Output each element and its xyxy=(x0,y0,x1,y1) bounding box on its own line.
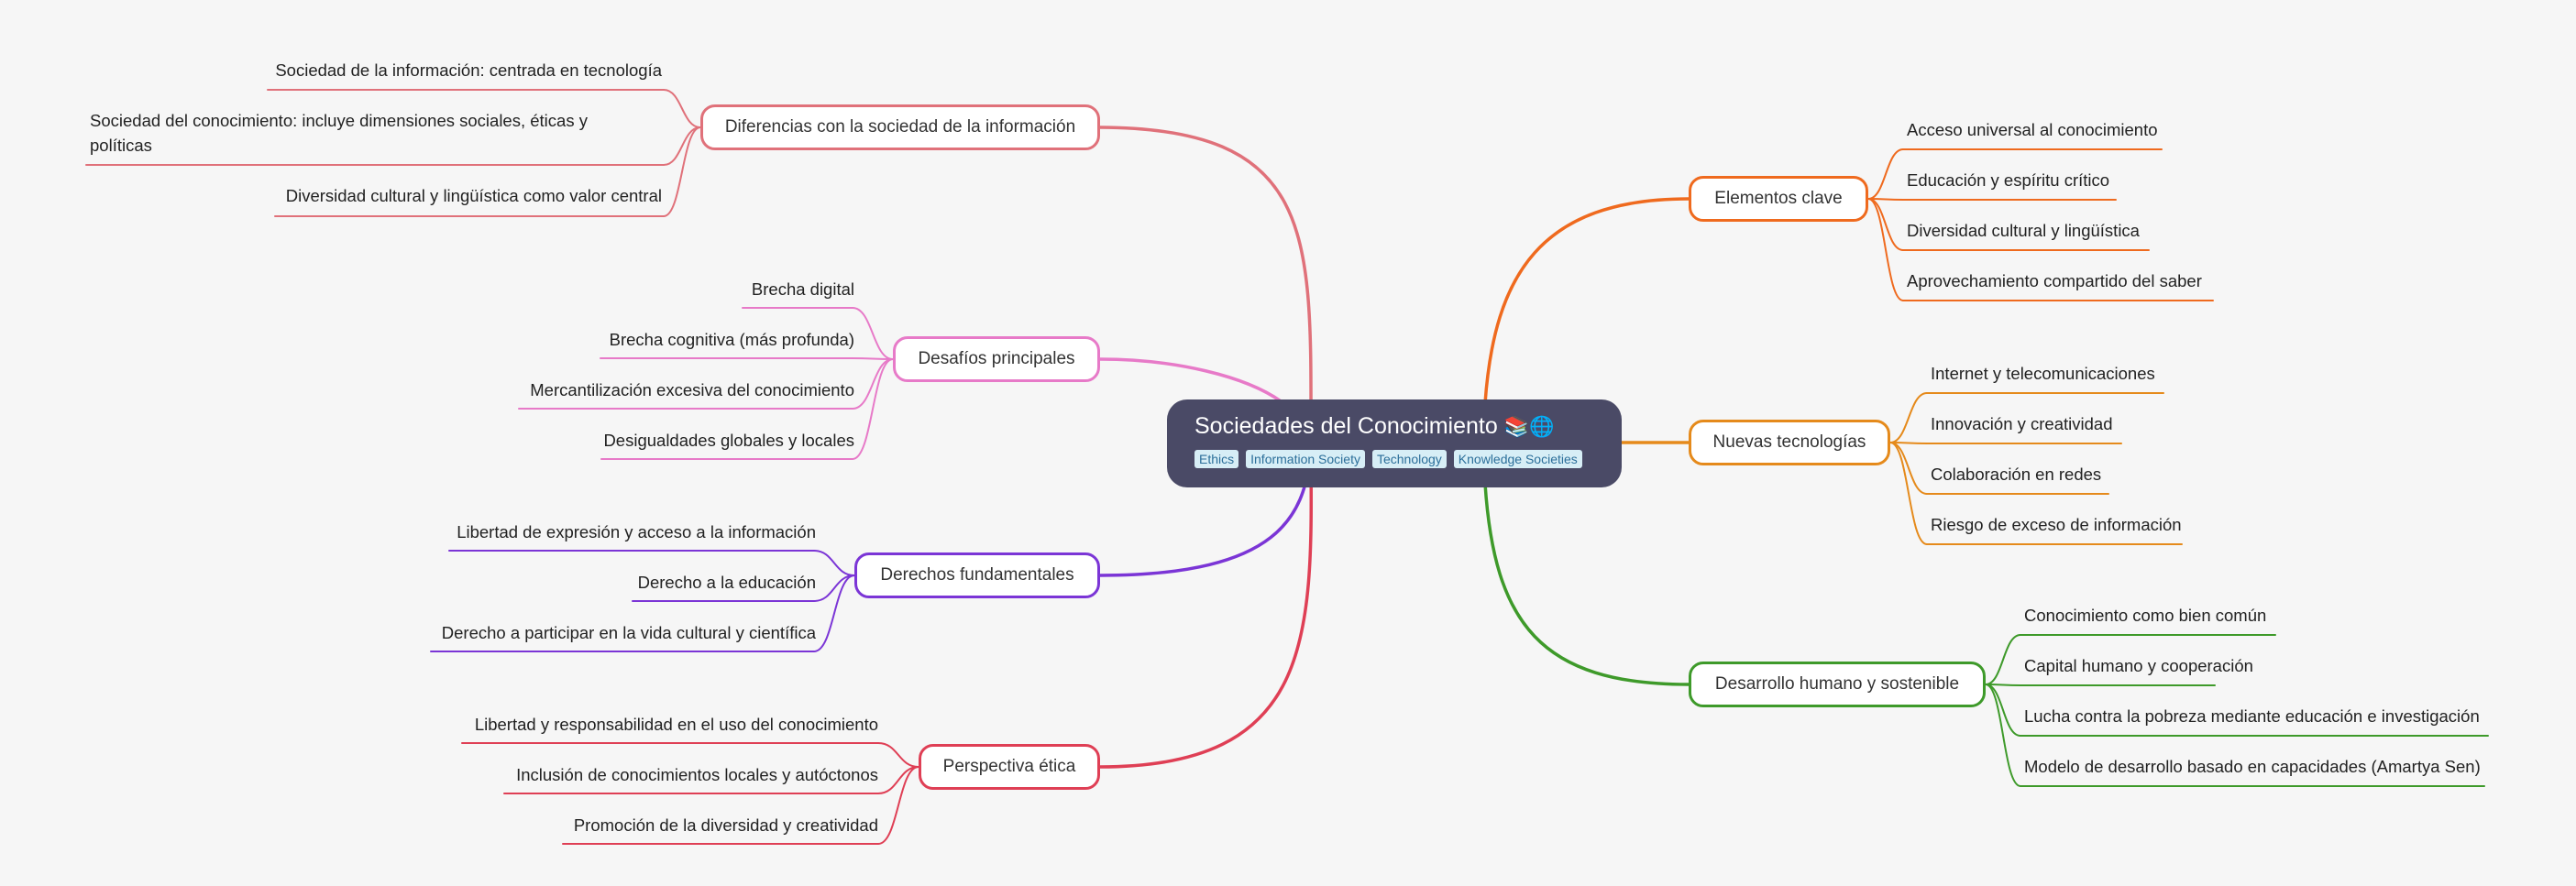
leaf-elementos-3: Diversidad cultural y lingüística xyxy=(1907,221,2140,240)
leaf-diferencias-3: Diversidad cultural y lingüística como v… xyxy=(285,186,662,205)
leaf-desarrollo-2: Capital humano y cooperación xyxy=(2024,656,2253,675)
leaf-desarrollo-4: Modelo de desarrollo basado en capacidad… xyxy=(2024,757,2481,776)
leaf-etica-1: Libertad y responsabilidad en el uso del… xyxy=(474,715,878,734)
leaf-connector-left-0-1 xyxy=(663,126,701,166)
leaf-tecnologias-2: Innovación y creatividad xyxy=(1931,414,2113,433)
connector-desafios xyxy=(1098,357,1285,405)
leaf-desarrollo-1: Conocimiento como bien común xyxy=(2024,606,2267,625)
leaf-connector-left-1-2 xyxy=(852,358,894,410)
leaf-connector-right-1-0 xyxy=(1889,392,1928,443)
tag-technology[interactable]: Technology xyxy=(1371,450,1447,468)
connector-diferencias xyxy=(1098,126,1313,449)
leaf-desafios-2: Brecha cognitiva (más profunda) xyxy=(609,330,854,349)
leaf-connector-left-0-0 xyxy=(663,89,701,128)
leaf-elementos-4: Aprovechamiento compartido del saber xyxy=(1907,271,2202,290)
leaf-connector-left-3-0 xyxy=(877,742,919,768)
root-title-text: Sociedades del Conocimiento xyxy=(1194,413,1498,439)
leaf-connector-left-2-0 xyxy=(813,550,855,576)
branch-elementos[interactable]: Elementos clave xyxy=(1689,176,1868,222)
leaf-desafios-3: Mercantilización excesiva del conocimien… xyxy=(530,380,854,399)
branch-desafios[interactable]: Desafíos principales xyxy=(893,336,1100,382)
leaf-desafios-1: Brecha digital xyxy=(751,279,854,299)
leaf-diferencias-2: Sociedad del conocimiento: incluye dimen… xyxy=(90,111,588,155)
tag-ethics[interactable]: Ethics xyxy=(1194,450,1239,468)
root-tags: Ethics Information Society Technology Kn… xyxy=(1194,450,1596,468)
leaf-connector-left-2-2 xyxy=(813,574,855,652)
leaf-connector-left-3-2 xyxy=(877,766,919,845)
root-title: Sociedades del Conocimiento 📚🌐 xyxy=(1194,410,1596,443)
branch-diferencias[interactable]: Diferencias con la sociedad de la inform… xyxy=(700,104,1100,150)
root-node[interactable]: Sociedades del Conocimiento 📚🌐 Ethics In… xyxy=(1167,399,1622,487)
leaf-connector-right-1-2 xyxy=(1889,442,1928,495)
branch-etica[interactable]: Perspectiva ética xyxy=(919,744,1100,790)
leaf-elementos-2: Educación y espíritu crítico xyxy=(1907,170,2110,190)
connector-desarrollo xyxy=(1483,482,1690,686)
leaf-connector-left-0-2 xyxy=(663,126,701,217)
leaf-etica-3: Promoción de la diversidad y creatividad xyxy=(573,815,878,835)
leaf-elementos-1: Acceso universal al conocimiento xyxy=(1907,120,2158,139)
leaf-derechos-3: Derecho a participar en la vida cultural… xyxy=(441,623,816,642)
tag-information-society[interactable]: Information Society xyxy=(1246,450,1365,468)
leaf-diferencias-1: Sociedad de la información: centrada en … xyxy=(275,60,662,80)
leaf-connector-left-1-1 xyxy=(852,357,894,360)
leaf-connector-right-1-3 xyxy=(1889,442,1928,545)
connector-elementos xyxy=(1483,197,1690,405)
books-globe-icon: 📚🌐 xyxy=(1503,415,1555,438)
leaf-connector-right-2-2 xyxy=(1985,684,2021,737)
leaf-connector-right-2-0 xyxy=(1985,634,2021,685)
leaf-desafios-4: Desigualdades globales y locales xyxy=(603,431,854,450)
leaf-derechos-2: Derecho a la educación xyxy=(637,573,816,592)
tag-knowledge-societies[interactable]: Knowledge Societies xyxy=(1453,450,1582,468)
leaf-connector-right-0-3 xyxy=(1867,198,1904,301)
leaf-desarrollo-3: Lucha contra la pobreza mediante educaci… xyxy=(2024,706,2480,726)
leaf-connector-right-0-0 xyxy=(1867,148,1904,200)
leaf-connector-left-1-3 xyxy=(852,358,894,460)
leaf-tecnologias-3: Colaboración en redes xyxy=(1931,465,2102,484)
branch-tecnologias[interactable]: Nuevas tecnologías xyxy=(1689,420,1890,465)
branch-desarrollo[interactable]: Desarrollo humano y sostenible xyxy=(1689,662,1986,707)
connector-etica xyxy=(1098,456,1314,769)
leaf-connector-right-2-3 xyxy=(1985,684,2021,787)
leaf-tecnologias-1: Internet y telecomunicaciones xyxy=(1931,364,2155,383)
leaf-connector-right-0-2 xyxy=(1867,198,1904,251)
leaf-tecnologias-4: Riesgo de exceso de información xyxy=(1931,515,2182,534)
leaf-derechos-1: Libertad de expresión y acceso a la info… xyxy=(457,522,816,541)
branch-derechos[interactable]: Derechos fundamentales xyxy=(854,552,1100,598)
leaf-connector-left-1-0 xyxy=(852,307,894,360)
leaf-etica-2: Inclusión de conocimientos locales y aut… xyxy=(516,765,878,784)
